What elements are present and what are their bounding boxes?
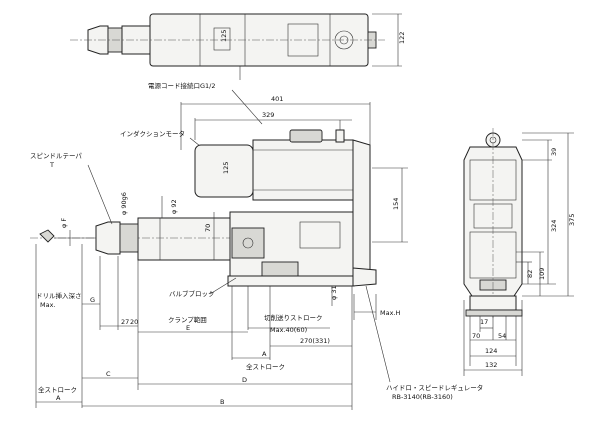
- label-valve-block: バルブブロック: [169, 289, 215, 298]
- quill: [137, 217, 231, 261]
- label-full-stroke-A: 全ストローク: [38, 385, 77, 394]
- dim-C: C: [106, 370, 111, 378]
- dim-27: 27: [121, 318, 129, 326]
- end-view: 39 324 375 82 109 17 70 54: [463, 128, 576, 376]
- dim-125-side: 125: [222, 162, 230, 174]
- dim-109: 109: [538, 268, 546, 280]
- dim-122: 122: [398, 32, 406, 44]
- label-drill-depth: ドリル挿入深さ: [36, 291, 82, 300]
- dim-70: 70: [204, 224, 212, 232]
- cord-gland: [335, 129, 345, 143]
- dim-phi31: φ 31: [330, 285, 338, 300]
- label-hydro-regulator: ハイドロ・スピードレギュレータ: [386, 383, 483, 392]
- label-spindle-taper-sub: T: [49, 161, 54, 169]
- terminal-box: [289, 129, 323, 143]
- dim-phi92: φ 92: [170, 199, 178, 214]
- top-view: 125 122: [70, 13, 406, 80]
- dim-A-small: A: [262, 350, 267, 358]
- dim-375: 375: [568, 214, 576, 226]
- label-cut-feed-sub: Max.40(60): [270, 326, 307, 334]
- dim-132: 132: [485, 361, 497, 369]
- end-base: [469, 295, 517, 311]
- regulator-mount: [352, 267, 377, 287]
- side-chuck: [95, 221, 121, 255]
- label-hydro-model: RB-3140(RB-3160): [392, 393, 453, 401]
- dim-125-top: 125: [220, 30, 228, 42]
- dim-324: 324: [550, 220, 558, 232]
- label-induction-motor: インダクションモータ: [120, 129, 185, 138]
- dim-39: 39: [550, 148, 558, 156]
- drill-tip: [39, 229, 55, 243]
- dim-124: 124: [485, 347, 497, 355]
- motor-housing: [252, 139, 354, 201]
- dim-phi90: φ 90g6: [120, 192, 128, 215]
- label-clamp-range: クランプ範囲: [168, 315, 207, 324]
- dim-82: 82: [526, 270, 534, 278]
- dim-20: 20: [130, 318, 138, 326]
- side-chuck-collar: [119, 223, 139, 253]
- label-max-h: Max.H: [380, 309, 401, 317]
- dim-D: D: [242, 376, 247, 384]
- dim-B: B: [220, 398, 224, 406]
- dim-329: 329: [262, 111, 274, 119]
- label-power-cord: 電源コード接続口G1/2: [148, 81, 216, 90]
- label-full-stroke: 全ストローク: [246, 362, 285, 371]
- label-drill-depth-sub: Max.: [40, 301, 56, 309]
- dim-70-end: 70: [472, 332, 480, 340]
- label-cut-feed: 切削送りストローク: [264, 313, 323, 322]
- dim-17: 17: [480, 318, 488, 326]
- dim-phiF: φ F: [60, 218, 68, 228]
- dim-401: 401: [271, 95, 283, 103]
- gear-case: [352, 139, 371, 271]
- label-spindle-taper: スピンドルテーパ: [30, 152, 82, 160]
- side-view: 電源コード接続口G1/2 401 329 インダクションモータ 125 154: [30, 81, 483, 410]
- dim-A-big: A: [56, 394, 61, 402]
- dim-54: 54: [498, 332, 506, 340]
- base-plate: [227, 275, 355, 287]
- label-clamp-range-sub: E: [186, 324, 190, 332]
- dim-154: 154: [392, 198, 400, 210]
- dim-G: G: [90, 296, 95, 304]
- valve-block: [231, 227, 265, 259]
- dim-270: 270(331): [300, 337, 330, 345]
